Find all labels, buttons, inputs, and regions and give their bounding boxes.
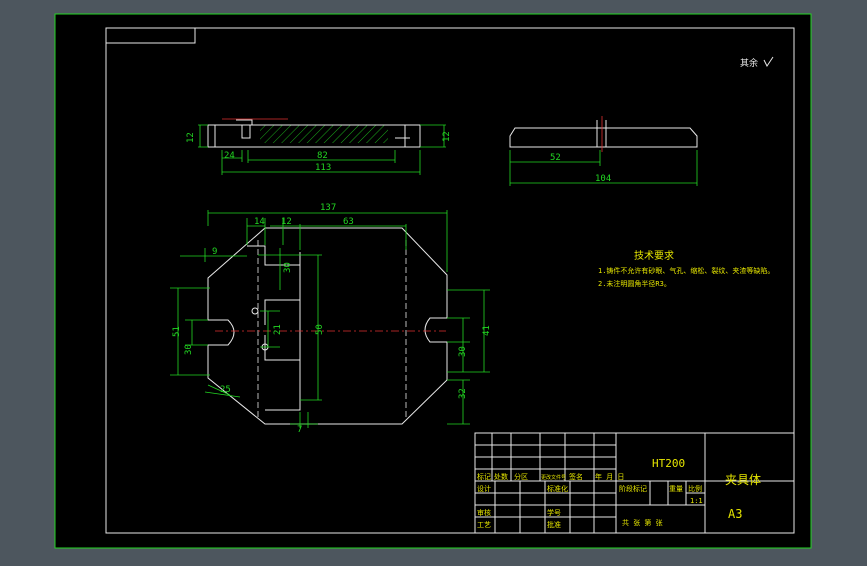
dim-plan-9: 9 (212, 247, 217, 257)
label-weight: 重量 (669, 485, 683, 493)
dim-plan-30-right: 30 (458, 346, 468, 357)
plan-view: 137 14 12 63 9 51 30 25 30 50 21 7 41 30… (170, 203, 492, 435)
label-ratio: 比例 (688, 484, 702, 493)
label-zone: 分区 (514, 472, 528, 481)
dim-plan-137: 137 (320, 203, 336, 213)
dim-plan-32: 32 (458, 388, 468, 399)
dim-top-height: 12 (186, 132, 196, 143)
technical-requirements: 技术要求 1.铸件不允许有砂眼、气孔、缩松、裂纹、夹渣等缺陷。 2.未注明圆角半… (598, 249, 774, 288)
dim-top-113: 113 (315, 163, 331, 173)
part-name: 夹具体 (725, 473, 761, 487)
section-hatch (260, 125, 388, 143)
label-stage: 阶段标记 (619, 484, 647, 493)
dim-plan-41: 41 (482, 325, 492, 336)
dim-plan-30-left: 30 (184, 344, 194, 355)
drawing-sheet (54, 13, 812, 549)
title-block: HT200 夹具体 A3 1:1 标记 处数 分区 更改文件号 签名 年 月 日… (474, 432, 795, 534)
dim-plan-63: 63 (343, 217, 354, 227)
roughness-symbol-icon (763, 56, 774, 67)
dim-plan-30: 30 (283, 262, 293, 273)
dim-top-82: 82 (317, 151, 328, 161)
inner-frame (105, 27, 795, 534)
dim-side-52: 52 (550, 153, 561, 163)
label-mark: 标记 (477, 472, 491, 481)
side-view: 52 104 (509, 116, 698, 186)
label-review: 审核 (477, 508, 491, 517)
corner-code-box (105, 27, 196, 44)
label-date: 年 月 日 (595, 472, 624, 481)
roughness-note: 其余 (740, 57, 758, 69)
dim-top-height-right: 12 (442, 131, 452, 142)
dim-plan-7: 7 (297, 425, 302, 435)
front-view: 12 24 82 113 12 (186, 118, 452, 175)
dim-plan-12: 12 (281, 217, 292, 227)
hole-upper-icon (251, 307, 259, 315)
label-standard: 标准化 (547, 484, 568, 493)
sheet-size: A3 (728, 507, 742, 521)
label-count: 处数 (494, 472, 508, 481)
dim-plan-25: 25 (220, 385, 231, 395)
label-process: 工艺 (477, 521, 491, 529)
label-change-doc: 更改文件号 (541, 474, 566, 481)
dim-plan-51: 51 (172, 326, 182, 337)
tech-req-line-1: 1.铸件不允许有砂眼、气孔、缩松、裂纹、夹渣等缺陷。 (598, 266, 774, 275)
label-approve: 批准 (547, 520, 561, 529)
label-total-sheets: 共 张 第 张 (622, 518, 663, 527)
scale: 1:1 (690, 497, 703, 505)
material: HT200 (652, 457, 685, 470)
label-design: 设计 (477, 484, 491, 493)
dim-plan-50: 50 (315, 324, 325, 335)
dim-plan-14: 14 (254, 217, 265, 227)
label-sign: 签名 (569, 472, 583, 481)
dim-side-104: 104 (595, 174, 611, 184)
dim-top-24: 24 (224, 151, 235, 161)
tech-req-line-2: 2.未注明圆角半径R3。 (598, 279, 671, 288)
tech-req-title: 技术要求 (634, 249, 674, 262)
label-student-no: 学号 (547, 508, 561, 517)
dim-plan-21: 21 (273, 324, 283, 335)
